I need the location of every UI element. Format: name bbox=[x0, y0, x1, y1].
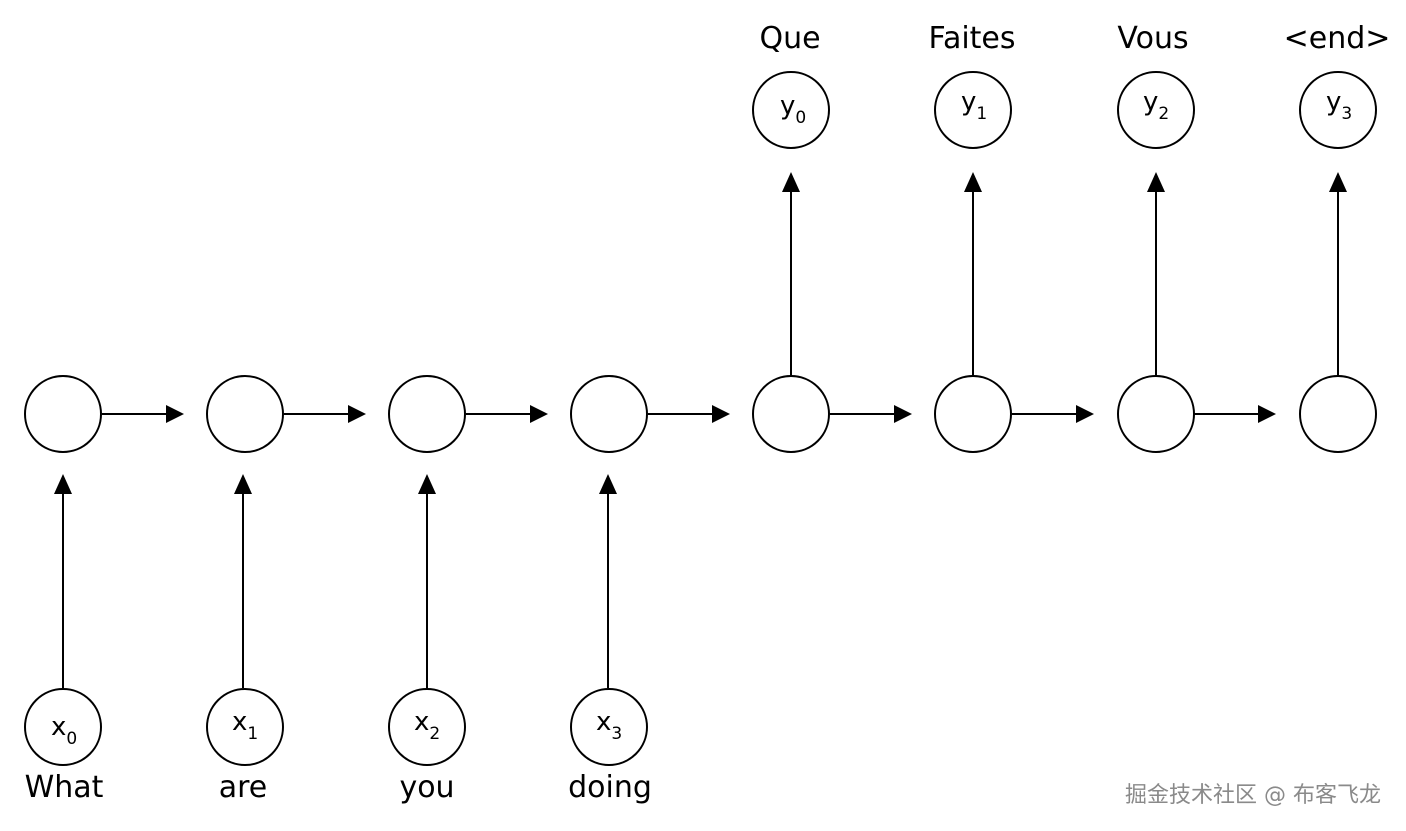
recurrent-arrowhead-5 bbox=[1076, 405, 1094, 423]
input-node-label: x1 bbox=[232, 707, 258, 744]
output-word-1: Faites bbox=[928, 21, 1015, 56]
watermark-text: 掘金技术社区 @ 布客飞龙 bbox=[1125, 783, 1381, 808]
input-arrowhead-3 bbox=[599, 474, 617, 494]
input-node-1: x1 are bbox=[206, 688, 284, 805]
input-node-label: x0 bbox=[51, 712, 77, 749]
input-node-3: x3 doing bbox=[568, 688, 652, 805]
input-nodes: x0 What x1 are x2 you x3 doing bbox=[24, 688, 652, 805]
output-node-label: y1 bbox=[961, 87, 987, 124]
hidden-states bbox=[24, 375, 1377, 453]
decoder-hidden-node-1 bbox=[934, 375, 1012, 453]
recurrent-arrowhead-2 bbox=[530, 405, 548, 423]
input-word-0: What bbox=[25, 770, 104, 805]
output-node-label: y0 bbox=[780, 91, 806, 128]
recurrent-arrowhead-1 bbox=[348, 405, 366, 423]
output-word-2: Vous bbox=[1117, 21, 1188, 56]
output-arrowhead-1 bbox=[964, 172, 982, 192]
input-word-3: doing bbox=[568, 770, 652, 805]
output-node-label: y2 bbox=[1143, 87, 1169, 124]
output-edges bbox=[782, 172, 1347, 376]
decoder-hidden-node-2 bbox=[1117, 375, 1195, 453]
input-node-2: x2 you bbox=[388, 688, 466, 805]
output-arrowhead-3 bbox=[1329, 172, 1347, 192]
output-node-2: Vous y2 bbox=[1117, 21, 1195, 149]
encoder-hidden-node-1 bbox=[206, 375, 284, 453]
decoder-hidden-node-0 bbox=[752, 375, 830, 453]
output-node-3: <end> y3 bbox=[1284, 21, 1391, 149]
encoder-hidden-node-3 bbox=[570, 375, 648, 453]
decoder-hidden-node-3 bbox=[1299, 375, 1377, 453]
output-arrowhead-2 bbox=[1147, 172, 1165, 192]
output-node-label: y3 bbox=[1326, 87, 1352, 124]
output-word-0: Que bbox=[759, 21, 820, 56]
output-word-3: <end> bbox=[1284, 21, 1391, 56]
output-nodes: Que y0 Faites y1 Vous y2 <end> y3 bbox=[752, 21, 1391, 149]
input-arrowhead-0 bbox=[54, 474, 72, 494]
input-node-label: x3 bbox=[596, 707, 622, 744]
recurrent-arrowhead-4 bbox=[894, 405, 912, 423]
encoder-hidden-node-0 bbox=[24, 375, 102, 453]
recurrent-edges bbox=[102, 405, 1276, 423]
input-node-0: x0 What bbox=[24, 688, 104, 805]
recurrent-arrowhead-3 bbox=[712, 405, 730, 423]
output-arrowhead-0 bbox=[782, 172, 800, 192]
input-arrowhead-1 bbox=[234, 474, 252, 494]
input-word-2: you bbox=[399, 770, 454, 805]
recurrent-arrowhead-0 bbox=[166, 405, 184, 423]
output-node-0: Que y0 bbox=[752, 21, 830, 149]
encoder-hidden-node-2 bbox=[388, 375, 466, 453]
input-node-label: x2 bbox=[414, 707, 440, 744]
input-arrowhead-2 bbox=[418, 474, 436, 494]
input-word-1: are bbox=[219, 770, 268, 805]
input-edges bbox=[54, 474, 617, 688]
output-node-1: Faites y1 bbox=[928, 21, 1016, 149]
recurrent-arrowhead-6 bbox=[1258, 405, 1276, 423]
